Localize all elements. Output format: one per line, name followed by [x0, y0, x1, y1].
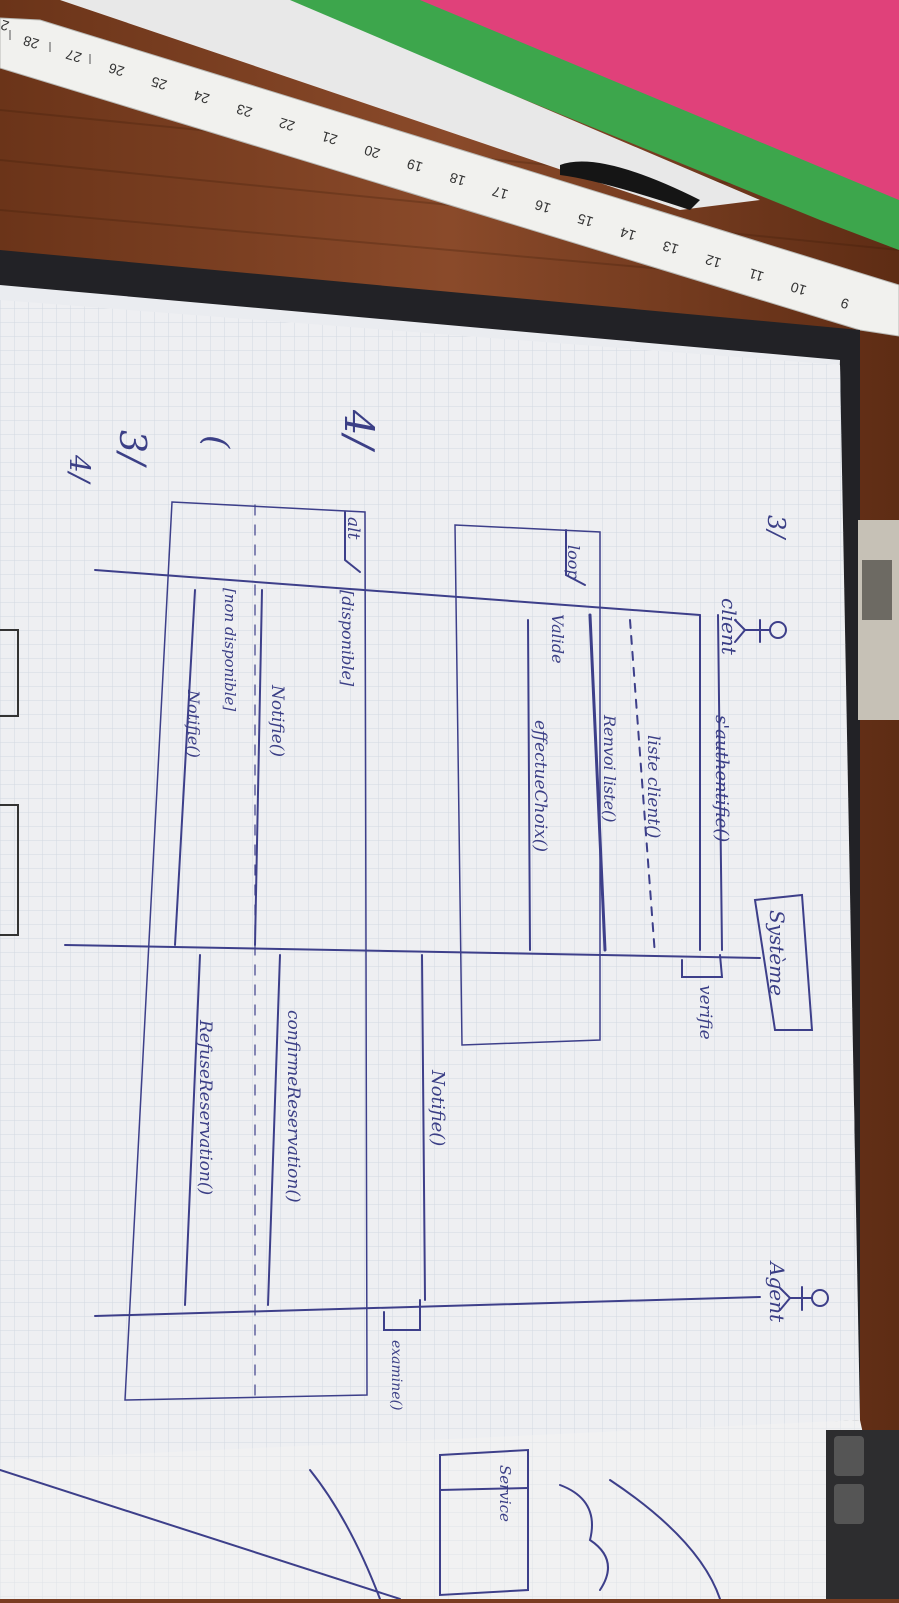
- alt-guard-1: [disponible]: [338, 590, 357, 687]
- ruler-number: 21: [320, 128, 340, 148]
- ruler-number: 12: [703, 251, 723, 271]
- ruler-number: 28: [21, 33, 41, 53]
- mark-4a: 4/: [335, 409, 381, 452]
- msg-authentifie: s'authentifie(): [711, 715, 732, 842]
- actor-client-label: client: [717, 598, 741, 656]
- msg-notifie-agent: Notifie(): [427, 1069, 448, 1146]
- ruler-number: 19: [405, 156, 425, 176]
- system-label: Système: [765, 910, 789, 996]
- ruler-ticks: [9, 30, 91, 64]
- ruler-number: 27: [64, 46, 84, 66]
- service-label: Service: [496, 1465, 514, 1522]
- system-box: [753, 893, 814, 1031]
- ruler-number: 22: [277, 115, 297, 135]
- page-marks: 3/ 4/ 4/ ( 3/: [63, 409, 790, 541]
- sticky-note: [0, 804, 19, 936]
- msg-examine: examine(): [388, 1340, 404, 1411]
- ruler-number: 18: [447, 169, 467, 189]
- diagram-title: 3/: [762, 515, 790, 541]
- msg-verifie: verifie: [695, 985, 715, 1040]
- sticky-note: [0, 629, 19, 717]
- agent-lifeline: [94, 1296, 761, 1317]
- mark-3: 3/: [111, 430, 152, 469]
- side-sketch: [0, 1448, 721, 1600]
- loop-frame: [454, 524, 601, 1046]
- keyboard-key: [834, 1484, 864, 1524]
- msg-notifie-2: Notifie(): [184, 689, 203, 758]
- ruler-number: 24: [192, 87, 212, 107]
- grid-lines: [0, 300, 860, 1470]
- ruler-number: 13: [661, 238, 681, 258]
- msg-refuse: RefuseReservation(): [195, 1019, 215, 1195]
- mark-paren: (: [196, 435, 236, 449]
- keyboard-key: [834, 1436, 864, 1476]
- msg-effectue-choix: effectueChoix(): [530, 720, 550, 852]
- msg-notifie-1: Notifie(): [267, 684, 287, 757]
- client-lifeline: [94, 569, 701, 616]
- ruler-number: 25: [149, 74, 169, 94]
- ruler: [0, 17, 899, 337]
- actor-agent-label: Agent: [765, 1260, 789, 1323]
- ruler-number: 10: [788, 279, 808, 299]
- ruler-number: 14: [618, 224, 638, 244]
- ruler-number: 2: [0, 17, 11, 35]
- msg-renvoi-liste: Renvoi liste(): [600, 714, 619, 823]
- ruler-number: 17: [490, 183, 510, 203]
- black-pen: [560, 161, 700, 210]
- ruler-number: 11: [747, 265, 766, 285]
- ruler-number: 16: [533, 197, 553, 217]
- diagram-labels: client Agent Système s'authentifie() ver…: [184, 517, 789, 1411]
- msg-liste-client: liste client(): [643, 735, 663, 838]
- loop-tag: loop: [564, 545, 583, 580]
- loop-guard: Valide: [548, 614, 567, 664]
- ruler-number: 20: [362, 142, 382, 162]
- alt-guard-2: [non disponible]: [221, 588, 239, 711]
- alt-tag: alt: [343, 517, 363, 540]
- alt-frame: [124, 501, 368, 1401]
- ruler-number: 23: [234, 101, 254, 121]
- mark-4b: 4/: [63, 454, 96, 485]
- ruler-number: 26: [106, 60, 126, 80]
- ruler-number: 15: [575, 210, 595, 230]
- system-lifeline: [64, 944, 761, 959]
- sequence-diagram: [64, 501, 829, 1401]
- msg-confirme: confirmeReservation(): [283, 1010, 303, 1203]
- white-paper-top: [60, 0, 760, 210]
